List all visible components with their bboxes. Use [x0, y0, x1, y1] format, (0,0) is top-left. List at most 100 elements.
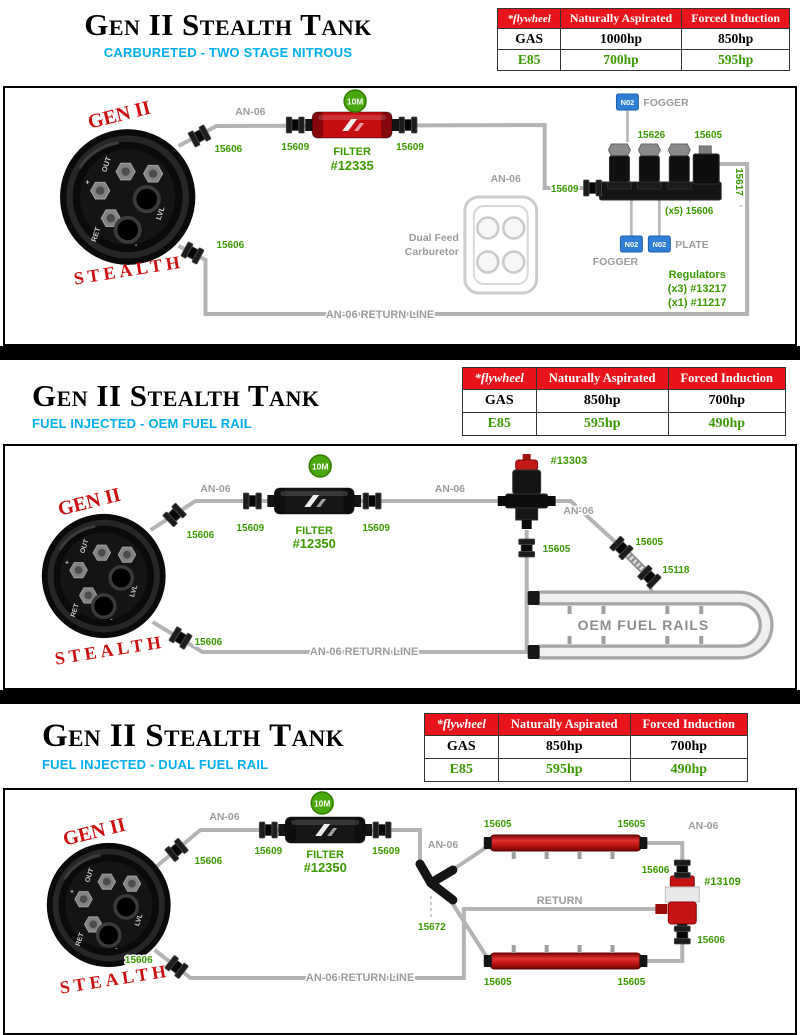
table-row-e85: E85 700hp 595hp	[497, 49, 790, 71]
panel2-title: Gen II Stealth Tank	[32, 378, 320, 413]
part-15606-label: 15606	[195, 856, 223, 867]
part-15605-label: 15605	[635, 537, 663, 548]
e85-fi-hp: 490hp	[629, 758, 748, 782]
inline-fitting	[258, 821, 278, 839]
part-15606-label: 15606	[195, 637, 223, 648]
oem-fuel-rails	[527, 590, 774, 660]
part-15609-label: 15609	[281, 142, 309, 153]
part-15609-label: 15609	[551, 184, 579, 195]
part-15609-label: 15609	[396, 142, 424, 153]
n02-fogger-badge	[619, 235, 643, 253]
col-flywheel: *flywheel	[461, 367, 537, 390]
an06-label: AN-06	[491, 174, 521, 185]
e85-fi-hp: 595hp	[681, 49, 790, 71]
black-divider	[0, 690, 800, 704]
part-15606-label: 15606	[187, 530, 215, 541]
header-row: *flywheel Naturally Aspirated Forced Ind…	[497, 8, 790, 29]
panel-carbureted-two-stage-nitrous: Gen II Stealth Tank CARBURETED - TWO STA…	[0, 0, 800, 346]
inline-fitting	[285, 116, 305, 134]
tank-return-fitting	[180, 241, 205, 265]
an06-label: AN-06	[428, 840, 458, 851]
filter-part-number: #12350	[293, 536, 336, 551]
regulator-outlet-fitting	[673, 925, 691, 945]
fuel-tank	[42, 514, 166, 638]
fogger-label: FOGGER	[643, 98, 689, 109]
fogger-label: FOGGER	[593, 257, 639, 268]
fuel-filter	[266, 487, 362, 515]
gas-na-hp: 1000hp	[559, 28, 683, 50]
fuel-filter	[277, 816, 373, 844]
col-naturally-aspirated: Naturally Aspirated	[497, 713, 631, 736]
part-15606-label: 15606	[697, 935, 725, 946]
regulator-part-number: #13303	[551, 455, 588, 467]
return-line-label: AN-06 RETURN LINE	[310, 646, 418, 658]
col-forced-induction: Forced Induction	[629, 713, 748, 736]
gas-fi-hp: 700hp	[629, 735, 748, 759]
part-15605-label: 15605	[618, 977, 646, 988]
part-15605-label: 15605	[484, 977, 512, 988]
fuel-gas: GAS	[423, 735, 499, 759]
regulator-inlet-fitting	[673, 859, 691, 879]
return-label: RETURN	[537, 895, 583, 907]
regulator-part-number: #13109	[704, 876, 741, 888]
fuel-gas: GAS	[461, 389, 537, 413]
table-row-e85: E85 595hp 490hp	[461, 412, 786, 436]
panel3-title-block: Gen II Stealth Tank FUEL INJECTED - DUAL…	[42, 719, 344, 772]
part-15118-label: 15118	[662, 565, 690, 576]
fuel-tank	[60, 129, 195, 265]
dual-feed-label-1: Dual Feed	[409, 233, 459, 244]
panel2-subtitle: FUEL INJECTED - OEM FUEL RAIL	[32, 415, 252, 431]
table-row-gas: GAS 850hp 700hp	[423, 735, 748, 759]
gas-fi-hp: 700hp	[667, 389, 786, 413]
filter-label: FILTER	[306, 849, 344, 861]
part-15609-label: 15609	[254, 846, 282, 857]
filter-part-number: #12350	[304, 860, 347, 875]
part-15606-label: 15606	[642, 865, 670, 876]
panel-fuel-injected-oem-rail: Gen II Stealth Tank FUEL INJECTED - OEM …	[0, 360, 800, 690]
nitrous-solenoid	[666, 143, 692, 190]
col-flywheel: *flywheel	[423, 713, 499, 736]
inline-fitting	[242, 492, 262, 510]
table-row-e85: E85 595hp 490hp	[423, 758, 748, 782]
gas-na-hp: 850hp	[497, 735, 631, 759]
part-15606-label: 15606	[125, 955, 153, 966]
an06-label: AN-06	[563, 506, 593, 517]
col-forced-induction: Forced Induction	[681, 8, 790, 29]
panel3-horsepower-table: *flywheel Naturally Aspirated Forced Ind…	[423, 713, 748, 782]
nitrous-solenoid	[606, 143, 632, 190]
filter-part-number: #12335	[331, 158, 374, 173]
part-15626-label: 15626	[638, 130, 666, 141]
fuel-e85: E85	[497, 49, 561, 71]
an06-label: AN-06	[435, 484, 465, 495]
tank-gen2-label: GEN II	[86, 97, 153, 134]
oem-rails-label: OEM FUEL RAILS	[578, 617, 710, 633]
panel2-diagram: OEM FUEL RAILS GEN II STEALTH	[3, 444, 797, 690]
part-15672-label: 15672	[418, 922, 446, 933]
return-line-label: AN-06 RETURN LINE	[326, 309, 434, 321]
e85-na-hp: 595hp	[535, 412, 669, 436]
part-15605-label: 15605	[484, 819, 512, 830]
micron-badge	[308, 454, 332, 478]
dual-feed-carburetor	[463, 195, 539, 295]
col-forced-induction: Forced Induction	[667, 367, 786, 390]
part-15606-label: 15606	[216, 240, 244, 251]
part-15605-label: 15605	[694, 130, 722, 141]
inline-fitting	[583, 179, 602, 197]
table-row-gas: GAS 850hp 700hp	[461, 389, 786, 413]
panel2-horsepower-table: *flywheel Naturally Aspirated Forced Ind…	[461, 367, 786, 436]
black-divider	[0, 346, 800, 360]
col-naturally-aspirated: Naturally Aspirated	[535, 367, 669, 390]
panel3-title: Gen II Stealth Tank	[42, 718, 345, 754]
panel1-title-block: Gen II Stealth Tank CARBURETED - TWO STA…	[18, 7, 438, 59]
panel3-header: Gen II Stealth Tank FUEL INJECTED - DUAL…	[0, 704, 800, 788]
panel2-header: Gen II Stealth Tank FUEL INJECTED - OEM …	[0, 360, 800, 444]
panel3-subtitle: FUEL INJECTED - DUAL FUEL RAIL	[42, 756, 269, 772]
panel1-title: Gen II Stealth Tank	[84, 7, 372, 42]
filter-label: FILTER	[295, 525, 333, 537]
fuel-e85: E85	[461, 412, 537, 436]
part-15617-label: 15617	[733, 168, 744, 196]
e85-na-hp: 700hp	[559, 49, 683, 71]
fuel-e85: E85	[423, 758, 499, 782]
header-row: *flywheel Naturally Aspirated Forced Ind…	[423, 713, 748, 736]
